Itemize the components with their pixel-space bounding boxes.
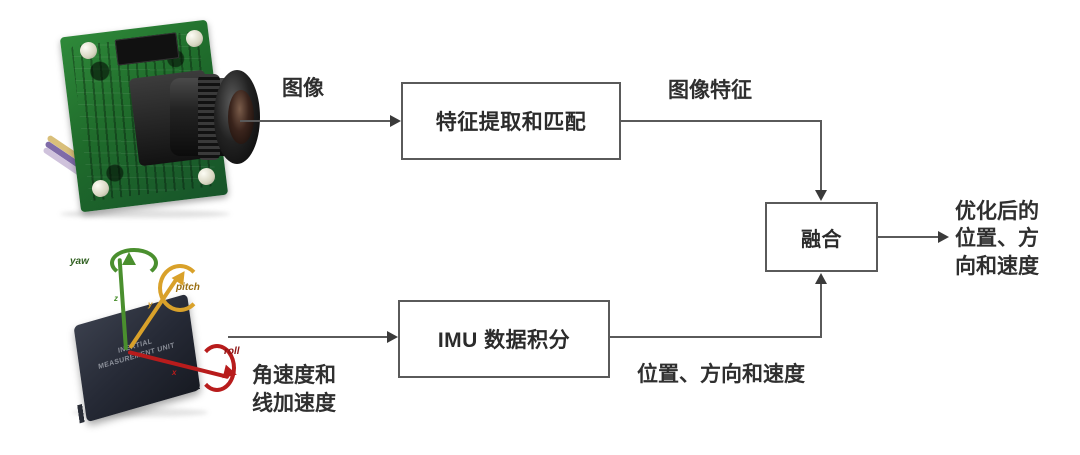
- edge-imu-to-integration: [228, 336, 389, 338]
- edge-label-position-orientation-velocity: 位置、方向和速度: [637, 363, 805, 386]
- edge-fusion-to-output-arrowhead: [938, 231, 949, 243]
- edge-fusion-to-output: [878, 236, 940, 238]
- edge-integration-to-fusion-horizontal: [610, 336, 822, 338]
- edge-label-angular-linear: 角速度和 线加速度: [252, 364, 336, 415]
- feature-extraction-box[interactable]: 特征提取和匹配: [401, 82, 621, 160]
- imu-shadow: [72, 408, 208, 417]
- roll-rotation-curl-icon: [198, 344, 236, 392]
- y-axis-label: y: [148, 300, 153, 309]
- camera-shadow: [60, 210, 230, 218]
- imu-chip-photo: INERTIAL MEASUREMENT UNIT yaw pitch roll…: [48, 238, 278, 428]
- camera-focus-ring: [198, 74, 220, 160]
- edge-camera-to-feature-arrowhead: [390, 115, 401, 127]
- edge-integration-to-fusion-arrowhead: [815, 273, 827, 284]
- x-axis-label: x: [172, 368, 177, 377]
- edge-label-image-feature: 图像特征: [668, 79, 752, 102]
- roll-label: roll: [224, 346, 240, 357]
- edge-feature-to-fusion-horizontal: [621, 120, 822, 122]
- output-label-optimized-state: 优化后的 位置、方 向和速度: [955, 200, 1039, 278]
- fusion-box[interactable]: 融合: [765, 202, 878, 272]
- yaw-label: yaw: [70, 256, 89, 267]
- camera-lens-glass: [228, 90, 254, 144]
- edge-feature-to-fusion-arrowhead: [815, 190, 827, 201]
- edge-feature-to-fusion-vertical: [820, 120, 822, 190]
- pitch-rotation-curl-icon: [158, 264, 202, 312]
- edge-label-image: 图像: [282, 77, 324, 100]
- pitch-label: pitch: [176, 282, 200, 293]
- edge-imu-to-integration-arrowhead: [387, 331, 398, 343]
- z-axis-label: z: [114, 294, 118, 303]
- yaw-rotation-curl-icon: [110, 248, 158, 278]
- camera-module-photo: [38, 12, 278, 222]
- imu-integration-box[interactable]: IMU 数据积分: [398, 300, 610, 378]
- edge-integration-to-fusion-vertical: [820, 284, 822, 338]
- edge-camera-to-feature: [240, 120, 392, 122]
